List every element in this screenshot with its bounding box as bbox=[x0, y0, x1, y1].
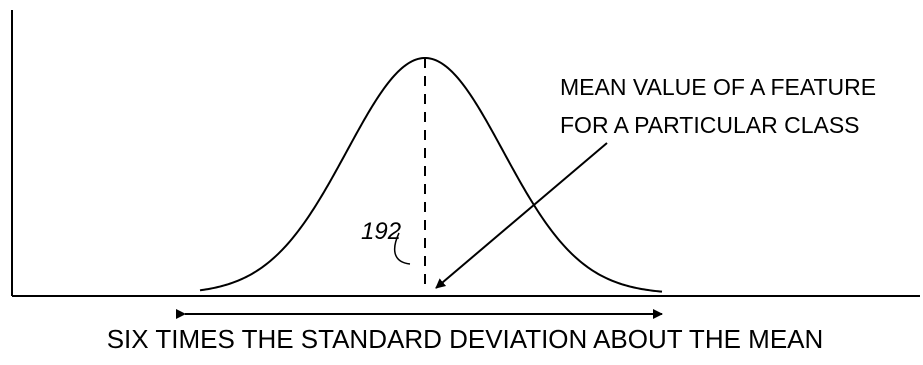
reference-leader-line bbox=[393, 232, 411, 265]
span-label: SIX TIMES THE STANDARD DEVIATION ABOUT T… bbox=[107, 324, 824, 354]
reference-numeral: 192 bbox=[361, 218, 401, 245]
mean-pointer-arrow bbox=[435, 142, 608, 289]
bell-curve bbox=[199, 57, 663, 293]
mean-label-line2: FOR A PARTICULAR CLASS bbox=[560, 112, 860, 138]
mean-label-line1: MEAN VALUE OF A FEATURE bbox=[560, 74, 876, 100]
